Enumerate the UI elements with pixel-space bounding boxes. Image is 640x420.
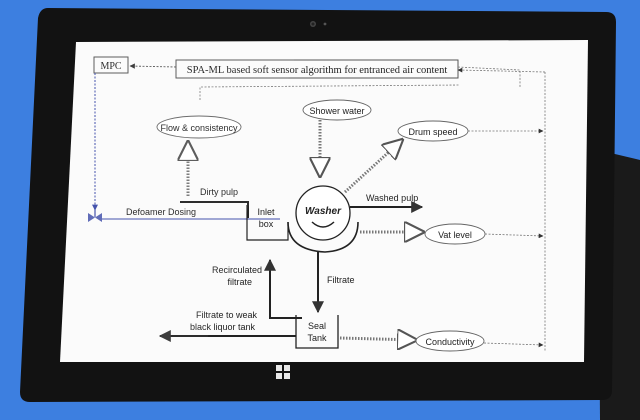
seal-tank-line1: Seal bbox=[308, 321, 326, 331]
washer-rotation-icon bbox=[311, 221, 335, 228]
defoamer-label: Defoamer Dosing bbox=[126, 207, 196, 217]
sensor-feed-line bbox=[199, 84, 461, 100]
dirty-pulp-label: Dirty pulp bbox=[200, 187, 238, 197]
flow-consistency-node bbox=[156, 115, 242, 139]
mpc-box bbox=[93, 56, 129, 74]
recirculated-arrow bbox=[264, 258, 302, 319]
dirty-pulp-pipe bbox=[180, 201, 249, 218]
screen-glare bbox=[60, 41, 300, 362]
washer-vat bbox=[287, 221, 359, 253]
flow-consistency-label: Flow & consistency bbox=[160, 123, 238, 133]
filtrate-weak-line2: black liquor tank bbox=[190, 322, 256, 332]
recirculated-line2: filtrate bbox=[227, 277, 252, 287]
windows-logo-icon[interactable] bbox=[276, 365, 290, 379]
right-feedback-arrow bbox=[457, 67, 546, 73]
filtrate-weak-line1: Filtrate to weak bbox=[196, 310, 258, 320]
inlet-box-line1: Inlet bbox=[257, 207, 275, 217]
soft-sensor-label: SPA-ML based soft sensor algorithm for e… bbox=[187, 65, 448, 76]
filtrate-label: Filtrate bbox=[327, 275, 355, 285]
conductivity-label: Conductivity bbox=[425, 337, 475, 347]
washer-label: Washer bbox=[305, 206, 342, 217]
drum-speed-label: Drum speed bbox=[408, 127, 457, 137]
sensor-to-mpc-arrow bbox=[129, 63, 177, 69]
process-diagram: MPC SPA-ML based soft sensor algorithm f… bbox=[88, 56, 546, 352]
seal-tank-line2: Tank bbox=[307, 333, 327, 343]
recirculated-line1: Recirculated bbox=[212, 265, 262, 275]
drum-speed-arrow bbox=[343, 140, 402, 194]
conductivity-feed bbox=[483, 342, 544, 348]
conductivity-arrow bbox=[339, 338, 416, 340]
sensor-loop-top bbox=[457, 66, 521, 88]
valve-icon bbox=[88, 205, 102, 222]
inlet-box bbox=[246, 205, 289, 241]
vat-level-label: Vat level bbox=[438, 230, 472, 240]
camera-icon bbox=[310, 21, 327, 27]
shower-water-node bbox=[302, 99, 372, 121]
conductivity-node bbox=[415, 330, 485, 352]
washer-drum bbox=[295, 185, 351, 241]
inlet-box-line2: box bbox=[259, 219, 274, 229]
mpc-label: MPC bbox=[100, 61, 121, 72]
vat-level-feed bbox=[484, 233, 544, 239]
seal-tank bbox=[295, 315, 339, 349]
washed-pulp-label: Washed pulp bbox=[366, 193, 418, 203]
shower-water-label: Shower water bbox=[309, 106, 364, 116]
